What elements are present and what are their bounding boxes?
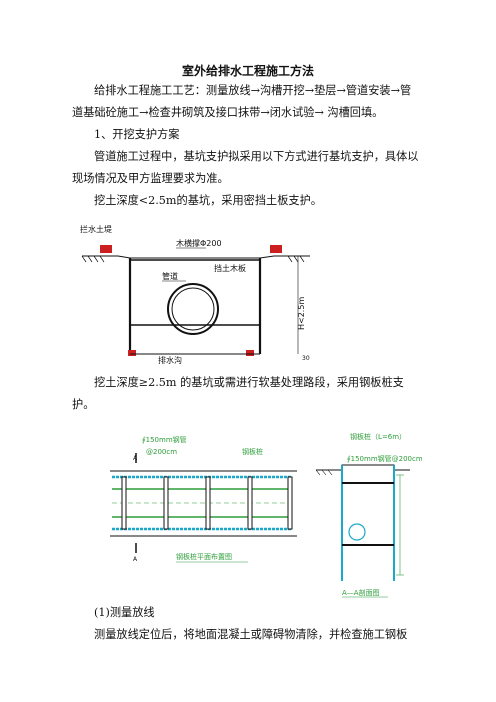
label-section: A—A剖面图 [342, 588, 380, 597]
figure-sheet-pile: ∮150mm钢管 @200cm 钢板桩 A A 钢板桩平面布置图 钢板桩（L=6… [110, 432, 422, 598]
paragraph-deep-pit: 挖土深度≥2.5m 的基坑或需进行软基处理路段，采用钢板桩支护。 [72, 376, 404, 411]
ground-hatch [81, 255, 305, 263]
paragraph-shallow-pit: 挖土深度<2.5m的基坑，采用密挡土板支护。 [94, 194, 322, 207]
label-board: 挡土木板 [214, 263, 246, 273]
label-a-bottom: A [133, 556, 138, 563]
ground-line [82, 255, 310, 259]
label-sheet-pile: 钢板桩 [242, 447, 263, 456]
paragraph-survey: 测量放线定位后，将地面混凝土或障碍物清除，并检查施工钢板 [94, 628, 408, 641]
label-pipe-right: ∮150mm钢管@200cm [347, 454, 422, 463]
section-ground [316, 464, 410, 471]
drain-mark-left [128, 350, 136, 356]
plan-struts [121, 476, 293, 530]
pipe-circle [167, 283, 219, 335]
section-pipe [348, 523, 366, 541]
label-depth: H<2.5m [297, 297, 306, 330]
label-strut: 木横撑Φ200 [176, 238, 222, 248]
label-sheet-pile-right: 钢板桩（L=6m） [350, 432, 406, 441]
figure-timber-shoring: 拦水土堤 木横撑Φ200 挡土木板 管道 排水沟 H<2.5m 30 [80, 224, 310, 365]
label-water-bank: 拦水土堤 [80, 224, 112, 234]
label-spacing-left: @200cm [146, 448, 177, 456]
label-small: 30 [302, 355, 310, 362]
section-heading-support: 1、开挖支护方案 [94, 128, 180, 141]
page-title: 室外给排水工程施工方法 [181, 64, 314, 78]
drain-mark-right [246, 350, 254, 356]
paragraph-process: 给排水工程施工工艺：测量放线→沟槽开挖→垫层→管道安装→管道基础砼施工→检查井砌… [72, 84, 412, 119]
water-bank-right-mark [270, 245, 282, 253]
label-pipe: 管道 [162, 271, 178, 281]
label-pipe-left: ∮150mm钢管 [142, 435, 187, 444]
paragraph-support-intro: 管道施工过程中，基坑支护拟采用以下方式进行基坑支护，具体以现场情况及甲方监理要求… [72, 150, 419, 185]
water-bank-left-mark [100, 245, 112, 253]
label-plan: 钢板桩平面布置图 [176, 552, 232, 561]
section-heading-survey: (1)测量放线 [94, 606, 155, 619]
label-drain: 排水沟 [158, 355, 182, 365]
